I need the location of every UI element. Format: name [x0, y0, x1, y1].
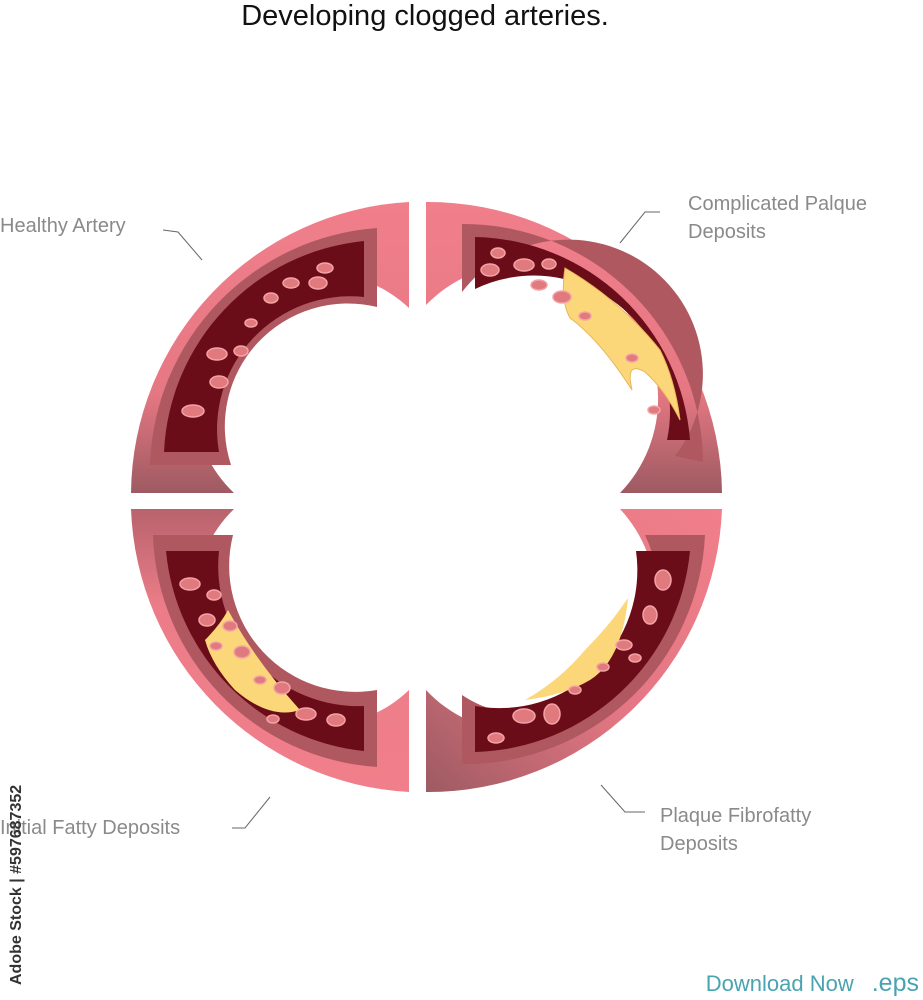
label-plaque-line1: Plaque Fibrofatty — [660, 805, 812, 827]
initial-fatty-segment — [131, 509, 409, 792]
label-plaque-fibrofatty: Plaque Fibrofatty Deposits — [660, 802, 811, 858]
label-initial-fatty: Initial Fatty Deposits — [0, 817, 181, 839]
download-now-link[interactable]: Download Now — [705, 971, 854, 996]
complicated-plaque-segment — [426, 201, 722, 493]
page-title: Developing clogged arteries. — [241, 0, 609, 32]
label-healthy-artery: Healthy Artery — [0, 215, 126, 237]
label-leader-lines — [162, 211, 660, 829]
label-complicated-line2: Deposits — [688, 221, 766, 243]
label-complicated-plaque: Complicated Palque Deposits — [688, 190, 867, 246]
label-plaque-line2: Deposits — [660, 833, 738, 855]
download-footer[interactable]: Download Now .eps — [706, 969, 919, 998]
stock-id-watermark: Adobe Stock | #597687352 — [8, 784, 25, 985]
plaque-fibrofatty-segment — [426, 509, 722, 793]
label-complicated-line1: Complicated Palque — [688, 193, 867, 215]
healthy-artery-segment — [131, 202, 409, 493]
file-extension: .eps — [871, 969, 919, 997]
